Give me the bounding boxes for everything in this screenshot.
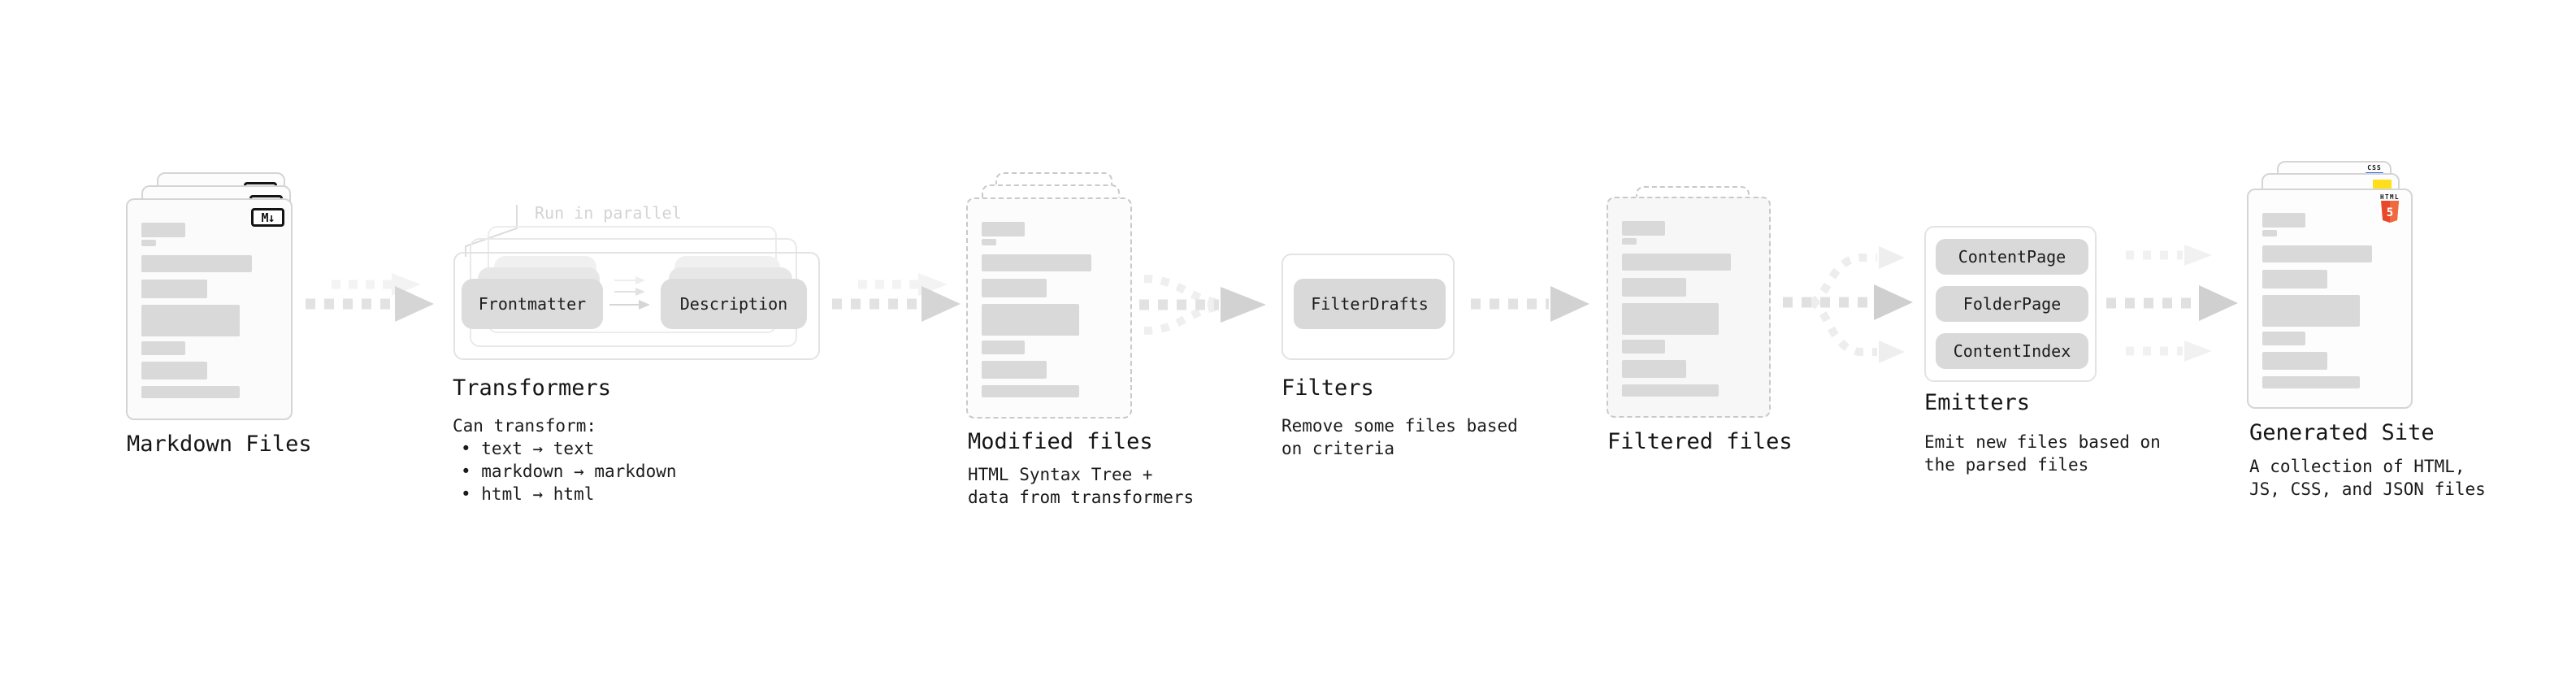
bullet-item: • text → text [461,439,595,458]
transformers-desc-title: Can transform: [453,416,597,436]
run-in-parallel-connector-line [465,205,518,257]
doc-content-skeleton [1622,221,1756,397]
flow-arrow-filtered-to-emitters [1783,246,1913,363]
filter-drafts-pill: FilterDrafts [1294,279,1446,329]
html5-icon: HTML 5 [2379,193,2400,226]
folder-page-label: FolderPage [1962,294,2062,314]
modified-files-desc: HTML Syntax Tree + data from transformer… [968,465,1195,507]
flow-arrow-filters-to-filtered [1471,286,1589,322]
filters-box: FilterDrafts [1281,254,1455,360]
emitters-label: Emitters [1924,390,2031,415]
flow-arrow-transformers-to-modified [832,273,961,322]
emitters-desc: Emit new files based on the parsed files [1924,432,2161,475]
content-page-label: ContentPage [1958,247,2066,267]
description-transformer-pill: Description [661,279,807,329]
flow-arrow-markdown-to-transformers [306,273,434,322]
modified-files-label: Modified files [968,429,1153,454]
generated-site-label: Generated Site [2249,420,2435,445]
content-index-pill: ContentIndex [1936,333,2088,369]
transformers-bullet-list: • text → text • markdown → markdown • ht… [453,437,677,505]
parallel-run-arrows [609,276,650,310]
transformers-label: Transformers [453,375,612,401]
transformer-layer-front [453,252,820,360]
doc-content-skeleton [982,222,1117,397]
bullet-item: • markdown → markdown [461,462,677,481]
run-in-parallel-annotation: Run in parallel [535,203,682,223]
filtered-files-label: Filtered files [1607,429,1793,454]
folder-page-pill: FolderPage [1936,286,2088,322]
frontmatter-transformer-pill: Frontmatter [462,279,603,329]
markdown-icon: M↓ [251,208,284,227]
filtered-files-stack [1607,186,1810,430]
modified-file-card-front [966,197,1132,419]
markdown-file-card-front: M↓ [126,198,293,420]
markdown-files-label: Markdown Files [127,432,312,457]
filter-drafts-label: FilterDrafts [1311,294,1429,314]
css-badge-text: CSS [2367,164,2382,171]
flow-arrow-modified-to-filters [1139,275,1266,335]
frontmatter-pill-label: Frontmatter [478,294,587,314]
description-pill-label: Description [679,294,788,314]
javascript-icon [2373,180,2392,189]
markdown-files-stack: M↓ M↓ M↓ [126,172,329,424]
emitters-box: ContentPage FolderPage ContentIndex [1924,226,2097,382]
filters-desc: Remove some files based on criteria [1281,416,1518,458]
modified-files-stack [966,172,1169,424]
flow-arrow-emitters-to-site [2106,245,2238,362]
content-page-pill: ContentPage [1936,239,2088,275]
content-index-label: ContentIndex [1953,341,2071,361]
filtered-file-card-front [1607,197,1771,418]
html-file-card: HTML 5 [2247,189,2413,409]
generated-site-desc: A collection of HTML, JS, CSS, and JSON … [2249,457,2486,499]
doc-content-skeleton [2262,213,2398,388]
filters-label: Filters [1281,375,1374,401]
bullet-item: • html → html [461,484,595,504]
doc-content-skeleton [141,223,278,398]
html5-word: HTML [2379,193,2400,201]
generated-site-stack: CSS HTML 5 [2247,161,2450,413]
svg-text:5: 5 [2387,206,2393,219]
